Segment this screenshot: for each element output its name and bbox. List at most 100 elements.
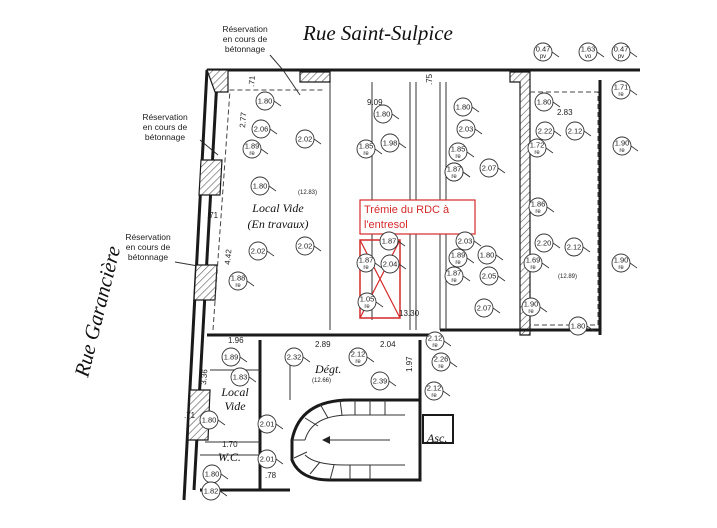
ceiling-height-suffix: re — [618, 92, 624, 98]
ceiling-height-value: 2.22 — [538, 127, 553, 136]
ceiling-height-value: 2.12 — [428, 334, 443, 343]
ceiling-height-value: 1.63 — [581, 45, 596, 54]
ceiling-height-value: 1.89 — [245, 142, 260, 151]
ceiling-height-value: 2.03 — [459, 125, 474, 134]
ceiling-height-value: 1.87 — [382, 237, 397, 246]
ceiling-height-value: 2.12 — [568, 127, 583, 136]
ceiling-height-value: 1.72 — [530, 141, 545, 150]
svg-text:2.89: 2.89 — [315, 340, 331, 349]
ceiling-height-bubble: 1.80 — [199, 410, 226, 430]
ceiling-height-suffix: re — [363, 265, 369, 271]
ceiling-height-suffix: re — [535, 209, 541, 215]
ceiling-height-value: 2.32 — [287, 353, 302, 362]
svg-text:.75: .75 — [425, 73, 434, 85]
ceiling-height-bubble: 1.83 — [230, 367, 257, 387]
svg-text:2.83: 2.83 — [557, 108, 573, 117]
ceiling-height-value: 1.80 — [456, 103, 471, 112]
ceiling-height-value: 1.83 — [233, 373, 248, 382]
ceiling-height-value: 1.82 — [204, 487, 219, 496]
ceiling-height-suffix: re — [431, 393, 437, 399]
ceiling-height-bubble: 1.80 — [453, 97, 480, 117]
dimension-labels: 9.09 2.83 13.30 2.89 2.04 1.96 1.70 2.77… — [184, 73, 573, 480]
ceiling-height-bubble: 1.82 — [201, 481, 228, 501]
ceiling-height-bubble: 2.04 — [380, 254, 407, 274]
ceiling-height-value: 1.85 — [451, 145, 466, 154]
ceiling-height-suffix: pv — [540, 54, 546, 60]
ceiling-height-bubble: 2.12 — [565, 121, 592, 141]
street-name-west: Rue Garancière — [69, 243, 125, 380]
ceiling-height-bubble: 2.03 — [456, 119, 483, 139]
ceiling-height-value: 1.87 — [447, 269, 462, 278]
ceiling-height-value: 2.01 — [260, 420, 275, 429]
ceiling-height-suffix: re — [438, 364, 444, 370]
ceiling-height-bubble: 1.80 — [373, 104, 400, 124]
ceiling-height-value: 1.98 — [383, 139, 398, 148]
ceiling-height-value: 1.71 — [614, 83, 629, 92]
ceiling-height-suffix: re — [530, 265, 536, 271]
ceiling-height-value: 1.86 — [531, 200, 546, 209]
ceiling-height-value: 0.47 — [614, 45, 629, 54]
ceiling-height-suffix: re — [534, 150, 540, 156]
ceiling-height-suffix: re — [249, 151, 255, 157]
ceiling-height-value: 1.87 — [447, 165, 462, 174]
ceiling-height-bubble: 2.39 — [370, 371, 397, 391]
ceiling-height-bubble: 2.03 — [455, 231, 482, 251]
ceiling-height-suffix: re — [528, 309, 534, 315]
ceiling-height-value: 2.20 — [537, 239, 552, 248]
ceiling-height-bubble: 1.80 — [255, 91, 282, 111]
ceiling-height-value: 1.80 — [205, 470, 220, 479]
staircase — [290, 398, 422, 482]
ceiling-height-value: 1.90 — [615, 139, 630, 148]
ceiling-height-value: 1.80 — [480, 251, 495, 260]
room-label-degt: Dégt. — [314, 362, 341, 376]
ceiling-height-bubble: 1.80 — [534, 92, 561, 112]
ceiling-height-suffix: re — [451, 278, 457, 284]
ceiling-height-suffix: re — [455, 154, 461, 160]
level-annotation: (12.89) — [558, 274, 577, 280]
ceiling-height-suffix: pv — [618, 54, 624, 60]
room-label-asc: Asc. — [426, 431, 447, 445]
ceiling-height-value: 1.80 — [253, 182, 268, 191]
ceiling-height-suffix: re — [451, 174, 457, 180]
ceiling-height-bubble: 2.06 — [251, 119, 278, 139]
room-label-wc: W.C. — [218, 450, 241, 464]
svg-text:1.96: 1.96 — [228, 336, 244, 345]
svg-text:.71: .71 — [207, 211, 219, 220]
ceiling-height-bubble: 2.01 — [257, 414, 284, 434]
ceiling-height-bubble: 2.12 — [564, 237, 591, 257]
ceiling-height-bubble: 2.07 — [479, 158, 506, 178]
ceiling-height-value: 2.02 — [251, 247, 266, 256]
room-label-local-vide-travaux: Local Vide(En travaux) — [248, 201, 309, 231]
ceiling-height-suffix: re — [455, 260, 461, 266]
ceiling-height-bubble: 1.80 — [202, 464, 229, 484]
ceiling-height-suffix: re — [618, 265, 624, 271]
ceiling-height-suffix: re — [363, 151, 369, 157]
svg-text:9.09: 9.09 — [367, 98, 383, 107]
svg-text:13.30: 13.30 — [399, 309, 420, 318]
ceiling-height-value: 1.80 — [258, 97, 273, 106]
